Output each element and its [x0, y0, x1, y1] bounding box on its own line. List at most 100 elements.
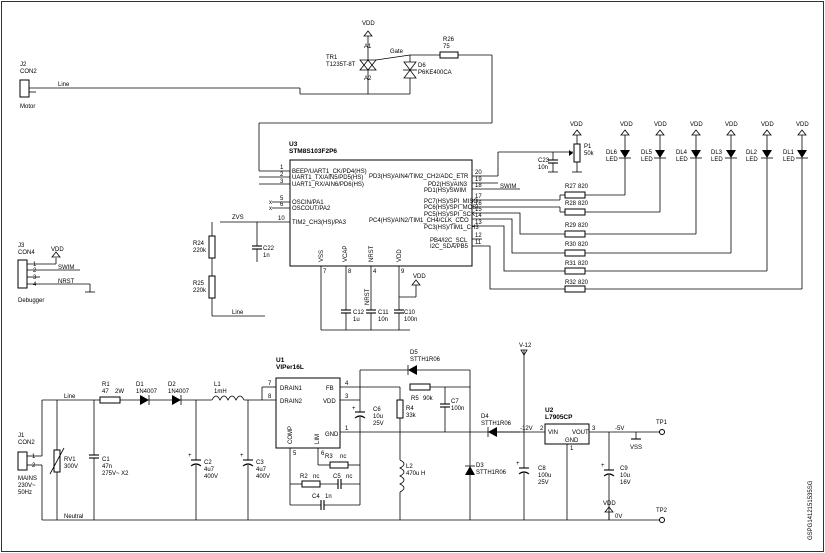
svg-text:11: 11	[475, 240, 482, 246]
svg-text:1n: 1n	[325, 494, 332, 500]
svg-text:400V: 400V	[256, 474, 270, 480]
svg-text:2: 2	[32, 463, 36, 469]
svg-text:P1: P1	[584, 144, 592, 150]
svg-text:C10: C10	[404, 310, 416, 316]
svg-text:R30: R30	[565, 242, 577, 248]
svg-text:+: +	[601, 463, 605, 469]
svg-text:9: 9	[401, 269, 405, 275]
svg-text:C1: C1	[102, 457, 110, 463]
svg-text:4: 4	[373, 269, 377, 275]
svg-text:OSCIN/PA1: OSCIN/PA1	[292, 200, 324, 206]
svg-text:STTH1R06: STTH1R06	[410, 357, 441, 363]
svg-text:VIPer16L: VIPer16L	[276, 364, 304, 371]
cap-c1: C1 47n 275V~ X2	[89, 400, 129, 520]
svg-text:VDD: VDD	[725, 122, 738, 128]
svg-text:7: 7	[268, 381, 272, 387]
svg-text:16: 16	[475, 201, 482, 207]
svg-text:0V: 0V	[615, 514, 622, 520]
resistor-r26: R26 75	[258, 37, 493, 171]
svg-text:VOUT: VOUT	[572, 430, 589, 436]
svg-text:L2: L2	[406, 464, 413, 470]
svg-text:PC5(HS)/SPI_SCK: PC5(HS)/SPI_SCK	[424, 212, 475, 218]
svg-text:VDD: VDD	[570, 122, 583, 128]
svg-text:75: 75	[443, 44, 450, 50]
resistor-r1: R1 47 2W	[99, 382, 140, 404]
led-dl3: VDD DL3 LED	[711, 122, 738, 163]
diode-d5: D5 STTH1R06	[359, 350, 470, 400]
svg-text:C4: C4	[312, 494, 320, 500]
svg-text:VCAP: VCAP	[343, 246, 349, 262]
viper-u1: U1 VIPer16L DRAIN1 DRAIN2 FB VDD GND COM…	[261, 357, 520, 484]
test-points: TP1 TP2	[640, 420, 668, 523]
svg-text:DL6: DL6	[606, 150, 618, 156]
svg-text:10u: 10u	[373, 414, 383, 420]
svg-text:47n: 47n	[102, 464, 112, 470]
svg-text:Gate: Gate	[390, 49, 404, 55]
svg-text:DRAIN2: DRAIN2	[280, 399, 303, 405]
svg-text:1u: 1u	[353, 317, 360, 323]
svg-text:1: 1	[345, 426, 349, 432]
led-dl5: VDD DL5 LED	[641, 122, 667, 163]
tvs-d6: D6 P6KE400CA	[403, 55, 452, 94]
mains-connector: J1 CON2 1 2 MAINS 230V~ 50Hz	[17, 400, 43, 520]
svg-text:300V: 300V	[64, 464, 78, 470]
svg-text:LED: LED	[606, 157, 618, 163]
svg-text:470u H: 470u H	[406, 471, 425, 477]
svg-text:MAINS: MAINS	[18, 476, 37, 482]
svg-text:R27: R27	[565, 184, 577, 190]
triac-tr1: TR1 T1235T-8T VDD A1 A2 Gate	[326, 21, 411, 94]
svg-text:820: 820	[578, 201, 589, 207]
svg-text:RV1: RV1	[64, 457, 76, 463]
svg-text:+: +	[516, 461, 520, 467]
svg-text:8: 8	[348, 269, 352, 275]
mcu-bypass-caps: C12 1u C11 10n C10 100n NRST VDD	[321, 274, 426, 331]
svg-text:820: 820	[578, 261, 589, 267]
diode-d4: D4 STTH1R06 -12V	[481, 414, 545, 437]
svg-text:A2: A2	[364, 76, 372, 82]
svg-text:VDD: VDD	[690, 122, 703, 128]
cap-c8: + C8 100u 25V	[516, 432, 551, 520]
diode-d3: D3 STTH1R06	[465, 463, 507, 520]
svg-text:-5V: -5V	[615, 426, 624, 432]
svg-text:Motor: Motor	[20, 104, 35, 110]
svg-text:I2C_SDA/PB5: I2C_SDA/PB5	[430, 244, 469, 250]
svg-text:J1: J1	[18, 433, 25, 439]
svg-text:PC3(HS)/TIM1_CH3: PC3(HS)/TIM1_CH3	[424, 225, 479, 231]
led-dl1: VDD DL1 LED	[783, 122, 809, 163]
svg-text:PD3(HS)/AIN4/TIM2_CH2/ADC_ETR: PD3(HS)/AIN4/TIM2_CH2/ADC_ETR	[369, 174, 469, 180]
diode-d1: D1 1N4007	[136, 382, 172, 405]
svg-text:R4: R4	[406, 406, 414, 412]
svg-text:+: +	[352, 406, 356, 412]
varistor-rv1: RV1 300V	[49, 400, 78, 520]
svg-text:nc: nc	[313, 474, 319, 480]
svg-text:10u: 10u	[620, 473, 630, 479]
svg-text:T1235T-8T: T1235T-8T	[326, 62, 356, 68]
net-v12: V-12	[519, 343, 532, 432]
svg-text:R29: R29	[565, 223, 577, 229]
swim-net-label: SWIM	[500, 184, 516, 190]
svg-text:DL3: DL3	[711, 150, 723, 156]
svg-text:18: 18	[475, 183, 482, 189]
svg-text:VDD: VDD	[51, 247, 64, 253]
svg-text:3: 3	[345, 394, 349, 400]
svg-text:R5: R5	[411, 396, 419, 402]
svg-text:VDD: VDD	[761, 122, 774, 128]
svg-text:Line: Line	[232, 310, 244, 316]
svg-text:D2: D2	[168, 382, 176, 388]
svg-text:R28: R28	[565, 201, 577, 207]
svg-text:3: 3	[592, 426, 596, 432]
svg-text:230V~: 230V~	[18, 483, 36, 489]
cap-c2: + C2 4u7 400V	[188, 453, 218, 520]
svg-text:VDD: VDD	[603, 501, 616, 507]
svg-text:C2: C2	[204, 460, 212, 466]
svg-text:R32: R32	[565, 280, 577, 286]
svg-text:TP2: TP2	[656, 508, 668, 514]
svg-text:D5: D5	[410, 350, 418, 356]
svg-text:PB4/I2C_SCL: PB4/I2C_SCL	[430, 238, 468, 244]
svg-text:1N4007: 1N4007	[136, 389, 158, 395]
svg-text:90k: 90k	[423, 396, 434, 402]
svg-text:100u: 100u	[538, 473, 551, 479]
svg-text:4u7: 4u7	[204, 467, 215, 473]
